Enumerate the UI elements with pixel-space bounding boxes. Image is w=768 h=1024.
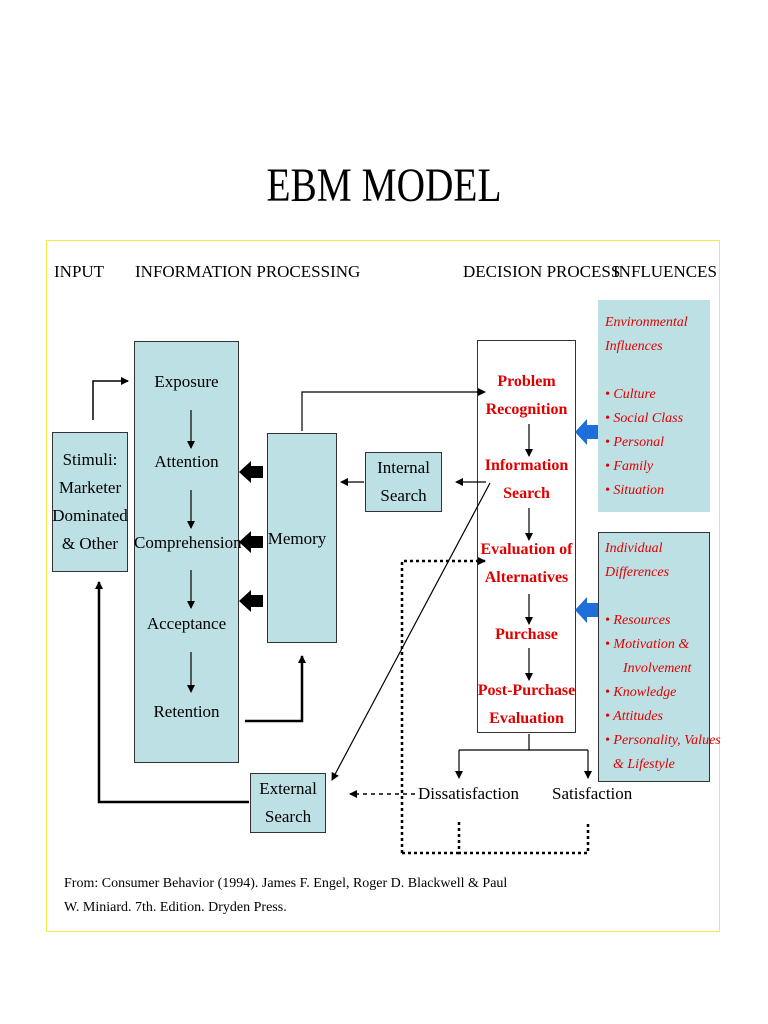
external-search-label: External Search	[250, 775, 326, 831]
decision-line: Evaluation of	[480, 541, 573, 558]
step-comprehension: Comprehension	[134, 533, 242, 552]
memory-box	[267, 433, 337, 643]
decision-line: Recognition	[485, 401, 568, 418]
individual-item: • Attitudes	[605, 709, 663, 724]
stimuli-line: Dominated	[52, 506, 128, 525]
decision-post-purchase-evaluation: Post-Purchase Evaluation	[470, 677, 583, 733]
internal-search-label: Internal Search	[365, 454, 442, 510]
individual-heading: Individual	[605, 541, 663, 556]
individual-item: • Personality, Values	[605, 733, 721, 748]
information-processing-box	[134, 341, 239, 763]
step-attention: Attention	[154, 452, 219, 471]
individual-heading: Differences	[605, 565, 670, 580]
stimuli-line: Marketer	[58, 478, 122, 497]
environmental-item: • Family	[605, 459, 654, 474]
memory-label: Memory	[267, 529, 327, 548]
decision-line: Post-Purchase	[477, 682, 576, 699]
stimuli-label: Stimuli: Marketer Dominated & Other	[52, 446, 128, 558]
decision-problem-recognition: Problem Recognition	[477, 368, 576, 424]
individual-item: Involvement	[623, 661, 692, 676]
decision-line: Information	[484, 457, 569, 474]
stimuli-line: & Other	[61, 534, 119, 553]
external-search-line: External	[259, 779, 317, 798]
decision-line: Evaluation	[489, 710, 564, 727]
header-input: INPUT	[54, 262, 105, 281]
decision-evaluation-of-alternatives: Evaluation of Alternatives	[470, 536, 583, 592]
page-title: EBM MODEL	[266, 159, 502, 212]
internal-search-line: Internal	[377, 458, 430, 477]
external-search-box	[250, 773, 326, 833]
stimuli-box	[52, 432, 128, 572]
decision-line: Alternatives	[484, 569, 569, 586]
outcome-dissatisfaction: Dissatisfaction	[418, 784, 520, 803]
environmental-item: • Social Class	[605, 411, 684, 426]
source-line: W. Miniard. 7th. Edition. Dryden Press.	[64, 900, 287, 915]
step-exposure: Exposure	[154, 372, 219, 391]
internal-search-line: Search	[380, 486, 427, 505]
source-line: From: Consumer Behavior (1994). James F.…	[64, 876, 508, 891]
environmental-item: • Situation	[605, 483, 664, 498]
environmental-item: • Personal	[605, 435, 664, 450]
individual-item: • Resources	[605, 613, 671, 628]
decision-line: Purchase	[495, 626, 558, 643]
individual-differences-box	[598, 532, 710, 782]
source-citation: From: Consumer Behavior (1994). James F.…	[64, 872, 507, 920]
individual-item: • Knowledge	[605, 685, 677, 700]
stimuli-line: Stimuli:	[62, 450, 118, 469]
individual-differences-text: Individual Differences • Resources • Mot…	[605, 537, 721, 777]
environmental-heading: Influences	[605, 339, 663, 354]
decision-line: Problem	[497, 373, 556, 390]
decision-purchase: Purchase	[477, 621, 576, 649]
step-acceptance: Acceptance	[146, 614, 227, 633]
header-information-processing: INFORMATION PROCESSING	[135, 262, 361, 281]
step-retention: Retention	[153, 702, 220, 721]
individual-item: • Motivation &	[605, 637, 690, 652]
outcome-satisfaction: Satisfaction	[552, 784, 633, 803]
decision-line: Search	[503, 485, 550, 502]
external-search-line: Search	[264, 807, 312, 826]
environmental-influences-box	[598, 300, 710, 512]
header-influences: INFLUENCES	[613, 262, 717, 281]
environmental-heading: Environmental	[605, 315, 688, 330]
individual-item: & Lifestyle	[613, 757, 675, 772]
decision-information-search: Information Search	[477, 452, 576, 508]
diagram-frame	[46, 240, 720, 932]
header-decision-process: DECISION PROCESS	[463, 262, 621, 281]
environmental-item: • Culture	[605, 387, 656, 402]
internal-search-box	[365, 452, 442, 512]
environmental-influences-text: Environmental Influences • Culture • Soc…	[605, 311, 688, 503]
